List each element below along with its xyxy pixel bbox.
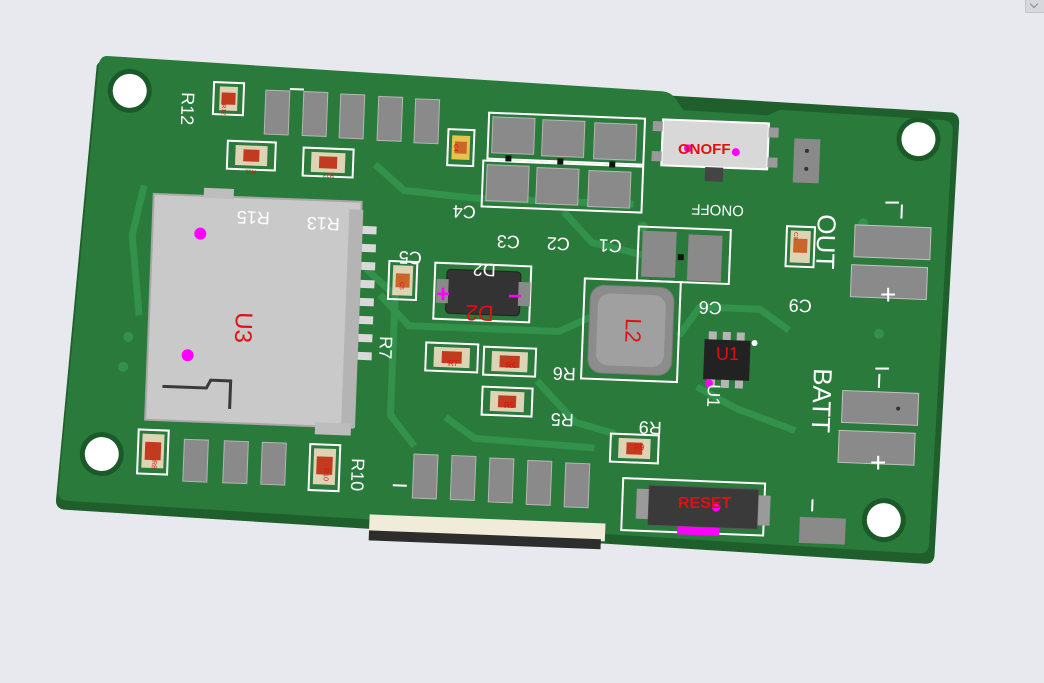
part-u3: U3: [229, 312, 257, 344]
part-d2: D2: [465, 300, 494, 326]
designator-r6: R6: [552, 363, 576, 384]
designator-c4: C4: [452, 201, 476, 222]
designator-r10: R10: [347, 458, 368, 492]
part-r6: R6: [506, 361, 517, 370]
designator-c5: C5: [398, 247, 422, 268]
part-r12: R12: [220, 104, 226, 116]
designator-r9: R9: [638, 417, 662, 438]
designator-d2: D2: [472, 259, 496, 280]
designator-c6: C6: [698, 297, 722, 318]
label-batt: BATT: [806, 368, 838, 434]
label-onoff-silk: ONOFF: [691, 200, 744, 219]
part-c9: C9: [792, 232, 798, 241]
part-l2: L2: [620, 318, 646, 343]
part-r5: R5: [504, 401, 515, 410]
designator-r5: R5: [550, 409, 574, 430]
part-onoff: ONOFF: [678, 141, 731, 158]
designator-u1: U1: [703, 384, 724, 408]
batt-plus: +: [870, 447, 886, 478]
part-reset: RESET: [678, 495, 732, 512]
part-u1: U1: [716, 344, 739, 364]
out-plus: +: [880, 279, 896, 310]
designator-c9: C9: [788, 295, 812, 316]
out-minus: −: [884, 187, 900, 218]
test-pad: [799, 517, 846, 545]
designator-r12: R12: [177, 92, 198, 126]
designator-r15: R15: [236, 207, 270, 228]
part-r10: R10: [322, 468, 329, 481]
d2-cathode-mark: −: [508, 283, 522, 310]
part-c5: C5: [398, 282, 404, 291]
label-out: OUT: [810, 214, 842, 270]
designator-r13: R13: [306, 213, 340, 234]
part-r7: R7: [448, 359, 459, 368]
part-r13: R13: [322, 172, 334, 178]
view-menu-toggle[interactable]: [1025, 0, 1044, 13]
part-r15: R15: [244, 168, 256, 174]
designator-c1: C1: [598, 235, 622, 256]
designator-c2: C2: [546, 233, 570, 254]
small-2pin-connector: [793, 138, 821, 183]
part-r9: R9: [634, 443, 645, 452]
designator-c3: C3: [496, 231, 520, 252]
part-r8: R8: [150, 460, 157, 469]
designator-r7: R7: [375, 336, 396, 360]
batt-minus: −: [874, 353, 890, 384]
part-c4: C4: [452, 144, 458, 153]
d2-anode-mark: +: [436, 281, 450, 308]
